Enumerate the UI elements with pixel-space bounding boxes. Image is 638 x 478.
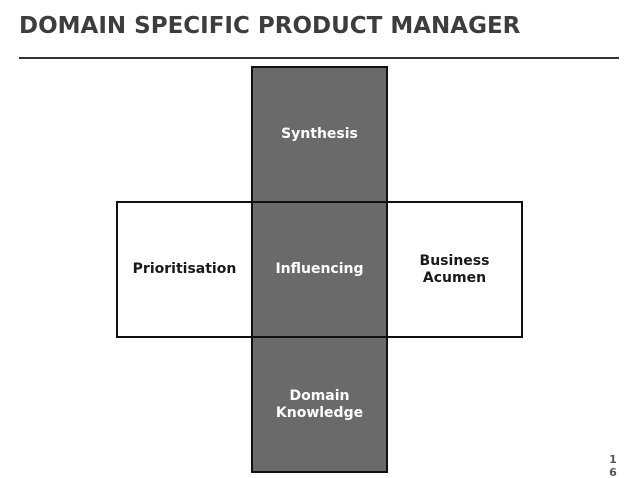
cell-domain-knowledge-label: Domain Knowledge	[275, 387, 364, 421]
cell-synthesis-label: Synthesis	[281, 126, 358, 142]
title-divider	[19, 57, 619, 59]
cell-synthesis: Synthesis	[251, 66, 388, 203]
cell-domain-knowledge: Domain Knowledge	[251, 336, 388, 473]
cell-business-acumen-label: Business Acumen	[419, 252, 490, 286]
slide-title: DOMAIN SPECIFIC PRODUCT MANAGER	[19, 13, 521, 39]
cell-prioritisation: Prioritisation	[116, 201, 253, 338]
cell-business-acumen: Business Acumen	[386, 201, 523, 338]
cell-prioritisation-label: Prioritisation	[132, 261, 237, 277]
cell-influencing: Influencing	[251, 201, 388, 338]
cell-influencing-label: Influencing	[275, 261, 364, 277]
page-number: 16	[609, 453, 617, 478]
